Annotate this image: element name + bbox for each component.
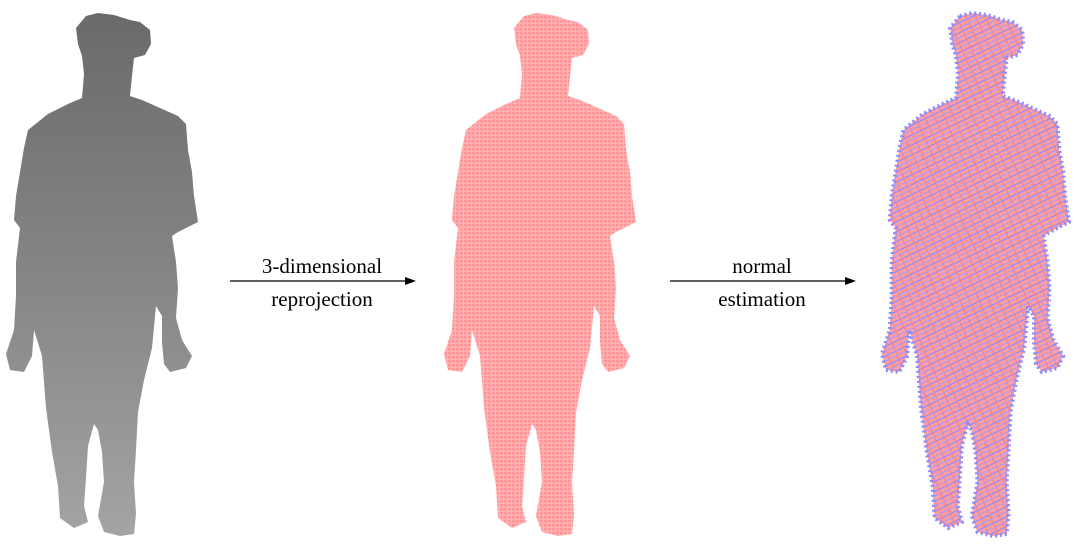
depth-map-silhouette-icon bbox=[2, 0, 202, 545]
right-arrow-icon bbox=[668, 254, 856, 314]
surface-normals-silhouette-icon bbox=[878, 0, 1073, 545]
step-reprojection: 3-dimensional reprojection bbox=[228, 254, 416, 314]
depth-map-panel bbox=[2, 0, 202, 545]
step-normal-estimation: normal estimation bbox=[668, 254, 856, 314]
surface-normals-panel bbox=[878, 0, 1073, 545]
right-arrow-icon bbox=[228, 254, 416, 314]
point-cloud-panel bbox=[440, 0, 640, 545]
point-cloud-silhouette-icon bbox=[440, 0, 640, 545]
